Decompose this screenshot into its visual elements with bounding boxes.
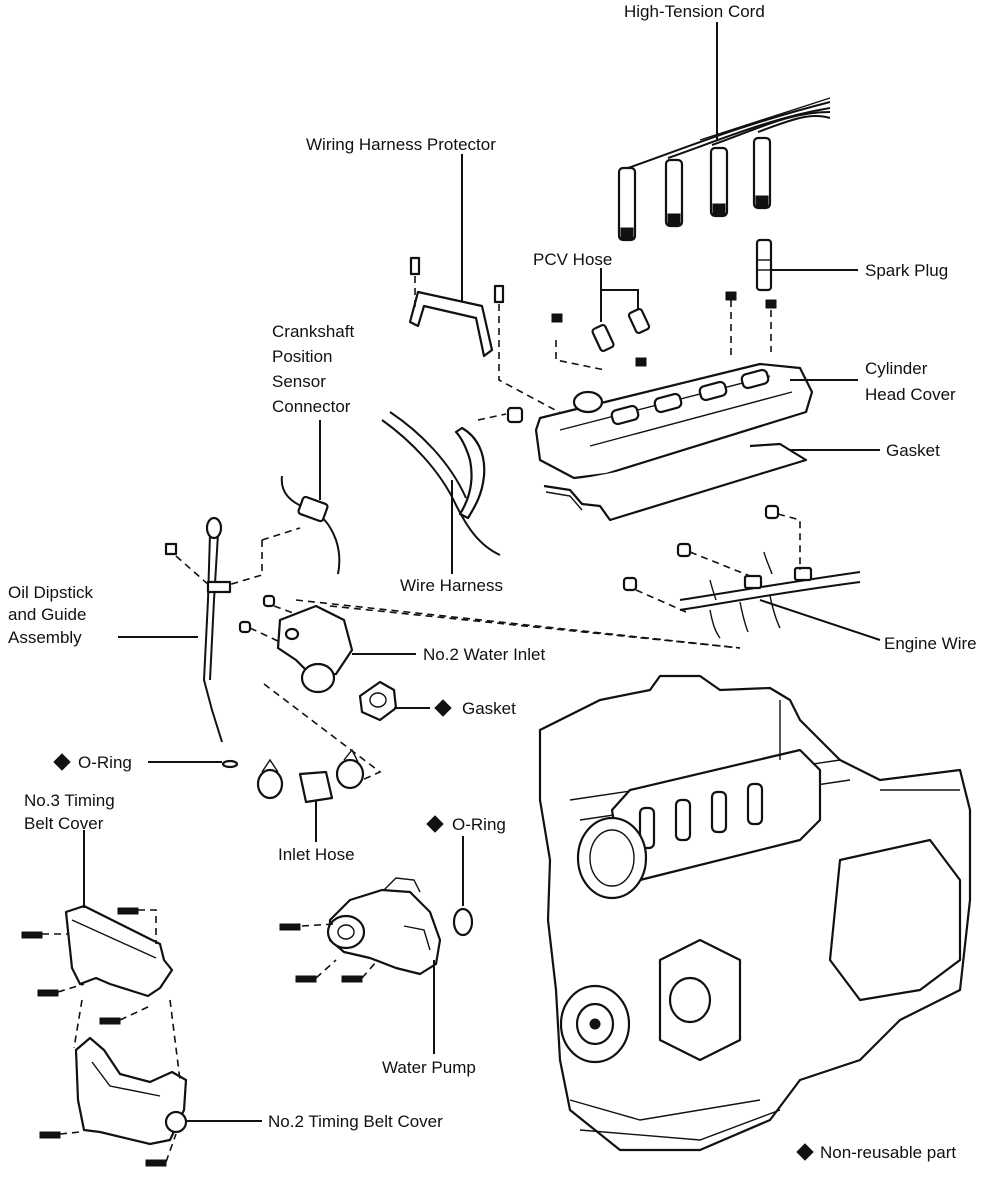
- non-reusable-diamond-icon: [426, 815, 444, 833]
- non-reusable-diamond-icon: [434, 699, 452, 717]
- o-ring-right-label-group: O-Ring: [426, 815, 506, 834]
- wire-harness: [381, 406, 524, 556]
- water-inlet-gasket: [358, 680, 398, 722]
- engine-wire: [622, 504, 861, 639]
- label-gasket-top: Gasket: [886, 441, 940, 460]
- legend-non-reusable-text: Non-reusable part: [820, 1143, 956, 1162]
- label-wire-harness: Wire Harness: [400, 576, 503, 595]
- head-cover-gasket: [543, 442, 808, 522]
- label-no3-timing-line1: No.3 Timing: [24, 791, 115, 810]
- label-oil-dipstick-line2: and Guide: [8, 605, 86, 624]
- label-cylinder-head-cover-line1: Cylinder: [865, 359, 928, 378]
- label-no3-timing-line2: Belt Cover: [24, 814, 104, 833]
- label-o-ring-left: O-Ring: [78, 753, 132, 772]
- cylinder-head-cover: [534, 291, 814, 480]
- label-crankshaft-line4: Connector: [272, 397, 351, 416]
- inlet-hose: [256, 683, 382, 804]
- oil-dipstick-guide: [164, 516, 239, 769]
- leader-pcv-hose: [600, 268, 639, 322]
- water-pump: [279, 877, 442, 983]
- label-inlet-hose: Inlet Hose: [278, 845, 355, 864]
- wiring-harness-protector: [408, 256, 571, 419]
- water-pump-o-ring: [452, 907, 474, 937]
- label-oil-dipstick-line3: Assembly: [8, 628, 82, 647]
- gasket-mid-label-group: Gasket: [434, 699, 516, 718]
- pcv-hose: [555, 307, 651, 371]
- high-tension-cord: [617, 97, 831, 242]
- label-no2-timing-belt-cover: No.2 Timing Belt Cover: [268, 1112, 443, 1131]
- o-ring-left-label-group: O-Ring: [53, 753, 132, 772]
- label-no2-water-inlet: No.2 Water Inlet: [423, 645, 545, 664]
- label-o-ring-right: O-Ring: [452, 815, 506, 834]
- label-oil-dipstick-line1: Oil Dipstick: [8, 583, 94, 602]
- label-wiring-harness-protector: Wiring Harness Protector: [306, 135, 496, 154]
- non-reusable-diamond-icon: [796, 1143, 814, 1161]
- no2-water-inlet: [238, 594, 741, 694]
- label-cylinder-head-cover-line2: Head Cover: [865, 385, 956, 404]
- no2-timing-belt-cover: [39, 999, 188, 1167]
- label-water-pump: Water Pump: [382, 1058, 476, 1077]
- non-reusable-diamond-icon: [53, 753, 71, 771]
- leader-engine-wire: [759, 599, 881, 641]
- label-high-tension-cord: High-Tension Cord: [624, 2, 765, 21]
- label-pcv-hose: PCV Hose: [533, 250, 612, 269]
- label-crankshaft-line3: Sensor: [272, 372, 326, 391]
- no3-timing-belt-cover: [21, 904, 174, 1025]
- label-gasket-mid: Gasket: [462, 699, 516, 718]
- label-crankshaft-line1: Crankshaft: [272, 322, 354, 341]
- legend: Non-reusable part: [796, 1143, 956, 1162]
- engine-block: [538, 674, 972, 1152]
- spark-plug: [755, 238, 773, 292]
- label-engine-wire: Engine Wire: [884, 634, 977, 653]
- label-spark-plug: Spark Plug: [865, 261, 948, 280]
- crankshaft-position-sensor-connector: [217, 475, 341, 589]
- label-crankshaft-line2: Position: [272, 347, 332, 366]
